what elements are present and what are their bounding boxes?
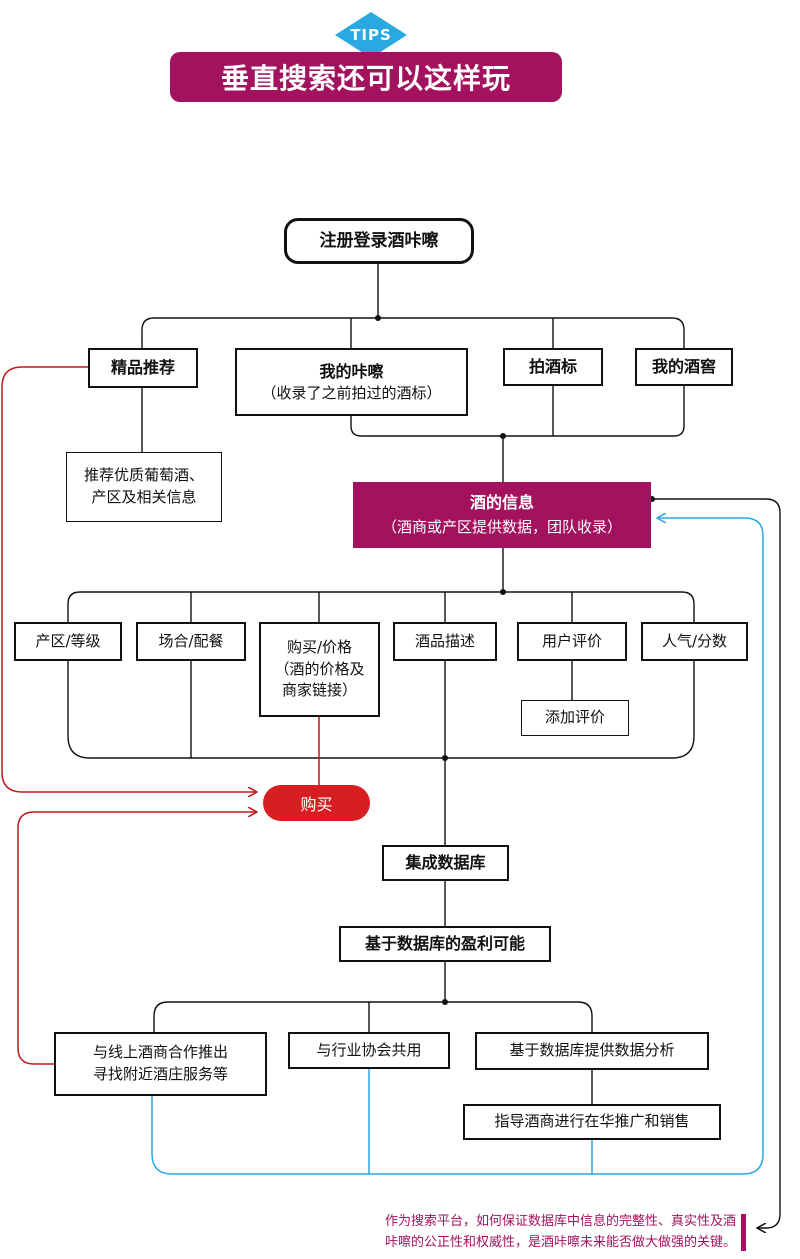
node-partner: 与线上酒商合作推出 寻找附近酒庄服务等 xyxy=(54,1032,267,1096)
page-title: 垂直搜索还可以这样玩 xyxy=(170,52,562,102)
node-register-login: 注册登录酒咔嚓 xyxy=(284,218,474,264)
node-my-cellar: 我的酒窖 xyxy=(635,348,733,386)
node-guide: 指导酒商进行在华推广和销售 xyxy=(463,1104,721,1140)
node-wine-info: 酒的信息 （酒商或产区提供数据，团队收录） xyxy=(353,482,651,548)
footnote: 作为搜索平台，如何保证数据库中信息的完整性、真实性及酒 咔嚓的公正性和权威性，是… xyxy=(384,1214,736,1250)
node-add-review: 添加评价 xyxy=(521,700,629,736)
node-featured-detail: 推荐优质葡萄酒、 产区及相关信息 xyxy=(66,452,222,522)
node-popularity: 人气/分数 xyxy=(641,622,748,661)
node-profit: 基于数据库的盈利可能 xyxy=(339,926,551,962)
node-occasion: 场合/配餐 xyxy=(136,622,246,661)
node-my-kacha: 我的咔嚓 （收录了之前拍过的酒标） xyxy=(235,348,468,416)
node-scan-label: 拍酒标 xyxy=(503,348,603,386)
node-wine-info-title: 酒的信息 xyxy=(469,492,534,512)
node-wine-info-sub: （酒商或产区提供数据，团队收录） xyxy=(381,517,622,536)
node-region: 产区/等级 xyxy=(14,622,122,661)
node-user-review: 用户评价 xyxy=(517,622,627,661)
node-database: 集成数据库 xyxy=(382,845,509,881)
node-my-kacha-sub: （收录了之前拍过的酒标） xyxy=(261,383,442,402)
footnote-accent-bar xyxy=(741,1214,746,1251)
node-purchase: 购买/价格 （酒的价格及 商家链接） xyxy=(259,622,380,717)
node-my-kacha-title: 我的咔嚓 xyxy=(319,361,384,381)
node-analysis: 基于数据库提供数据分析 xyxy=(475,1032,709,1070)
node-featured: 精品推荐 xyxy=(88,348,198,388)
node-industry: 与行业协会共用 xyxy=(288,1032,450,1069)
node-buy: 购买 xyxy=(263,785,370,821)
node-description: 酒品描述 xyxy=(393,622,497,661)
